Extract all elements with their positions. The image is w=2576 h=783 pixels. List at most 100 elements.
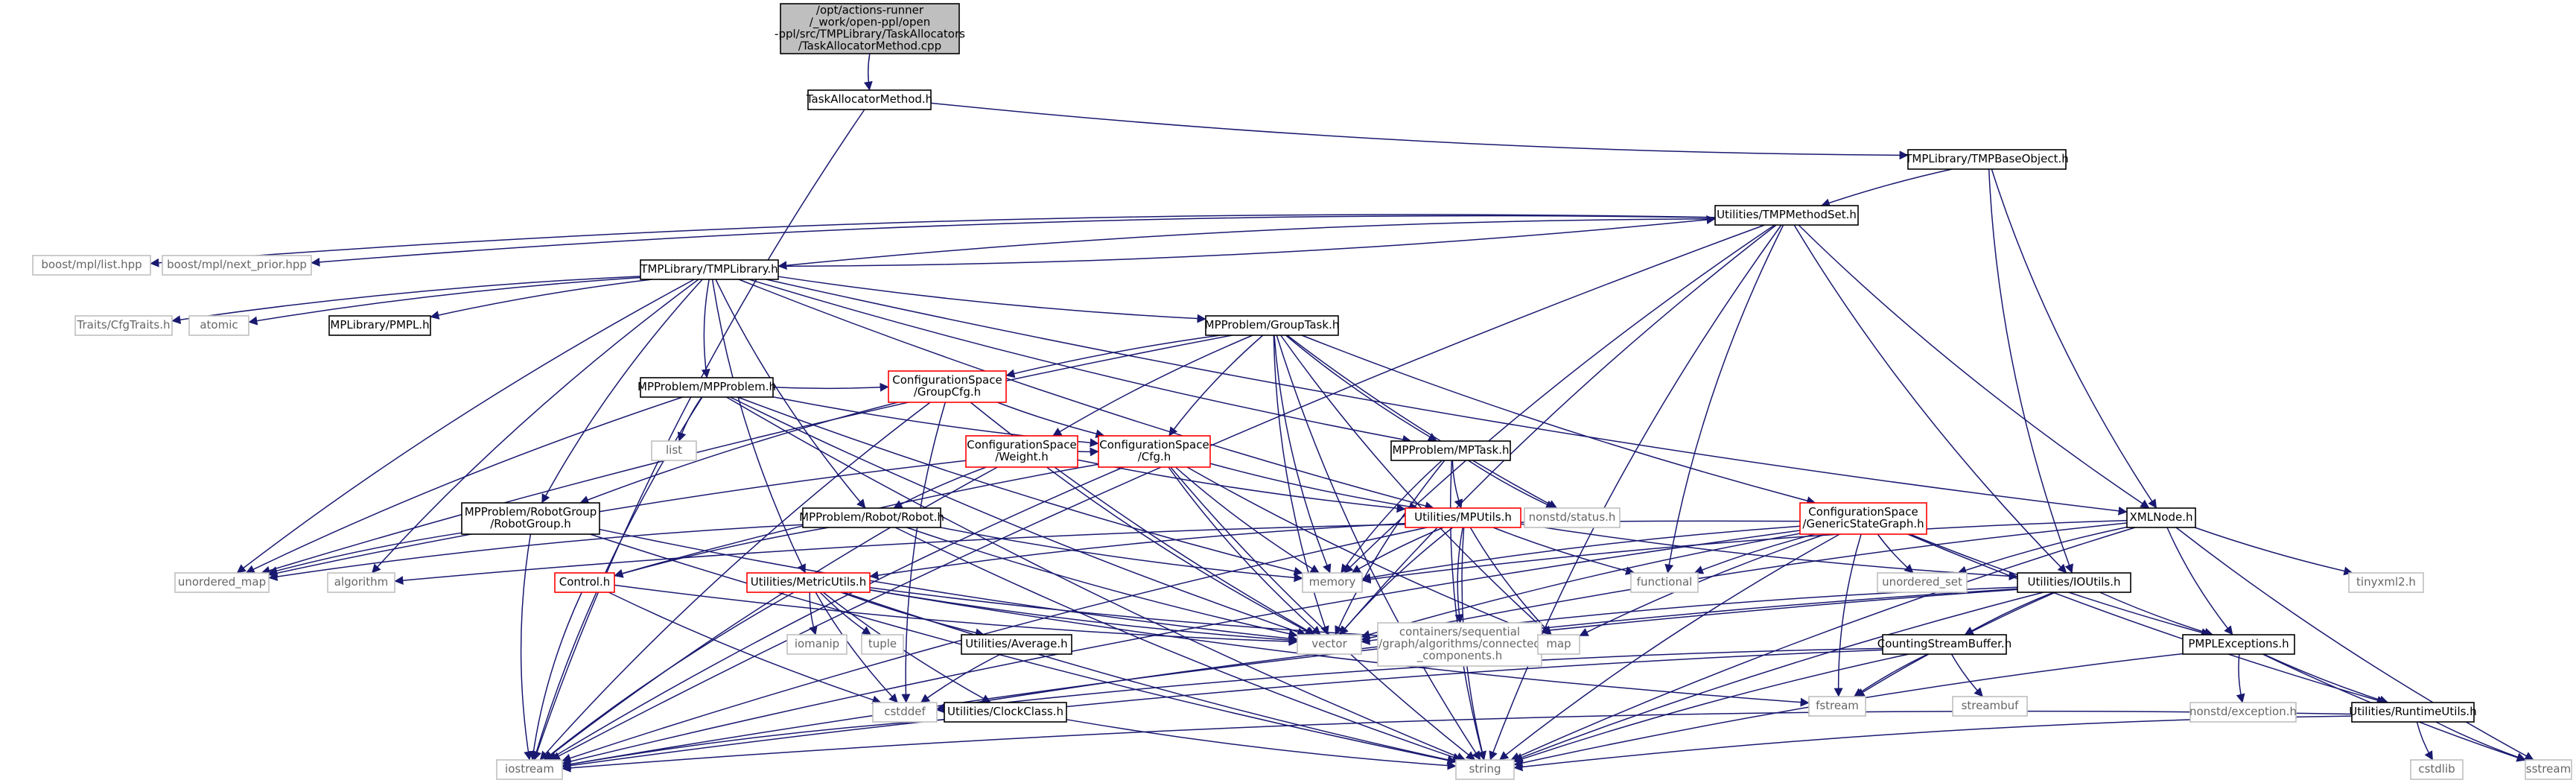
node-box <box>162 255 312 276</box>
edge-mputils-to-memory <box>1351 527 1444 574</box>
node-box <box>1390 440 1511 461</box>
node-label: tuple <box>868 637 897 650</box>
node-box <box>961 634 1072 655</box>
edge-grouptask-to-nonstdstatus <box>1286 335 1558 509</box>
edge-tmpmethodset-to-xmlnode <box>1798 224 2150 509</box>
edge-tmplib-to-grouptask <box>777 276 1206 323</box>
node-box <box>640 377 774 398</box>
node-xmlnode[interactable]: XMLNode.h <box>2126 507 2196 528</box>
edge-tmplib-to-metricutils <box>711 279 807 574</box>
edge-grouptask-to-vector <box>1273 335 1329 635</box>
node-pmplexc[interactable]: PMPLExceptions.h <box>2182 634 2295 655</box>
edge-tmpbase-to-tmpmethodset <box>1821 168 1953 207</box>
node-metricutils[interactable]: Utilities/MetricUtils.h <box>746 572 871 593</box>
edge-cfg-to-map <box>1186 466 1539 636</box>
node-mpproblem[interactable]: MPProblem/MPProblem.h <box>637 377 776 398</box>
node-box <box>965 435 1078 468</box>
node-atomic: atomic <box>188 315 249 336</box>
edge-robot-to-vector <box>906 527 1298 638</box>
node-mptask[interactable]: MPProblem/MPTask.h <box>1390 440 1511 461</box>
edge-grouptask-to-cfg <box>1168 335 1264 437</box>
edge-xmlnode-to-sstream <box>2175 527 2534 761</box>
node-mputils[interactable]: Utilities/MPUtils.h <box>1405 507 1521 528</box>
node-box <box>327 572 395 593</box>
edge-runtimeutils-to-sstream <box>2435 721 2526 761</box>
node-clockclass[interactable]: Utilities/ClockClass.h <box>944 702 1067 723</box>
node-gsg[interactable]: ConfigurationSpace/GenericStateGraph.h <box>1799 502 1927 535</box>
node-box <box>786 634 847 655</box>
node-groupcfg[interactable]: ConfigurationSpace/GroupCfg.h <box>888 370 1007 403</box>
node-box <box>872 702 938 723</box>
node-weight[interactable]: ConfigurationSpace/Weight.h <box>965 435 1078 468</box>
edge-csb-to-string <box>1513 653 1909 764</box>
node-label: /Weight.h <box>995 450 1049 463</box>
node-tmpmethodset[interactable]: Utilities/TMPMethodSet.h <box>1714 205 1859 226</box>
node-box <box>2348 572 2424 593</box>
node-box <box>188 315 249 336</box>
node-box <box>2410 759 2464 780</box>
node-box <box>74 315 173 336</box>
edge-groupcfg-to-robotgroup <box>579 402 898 504</box>
node-csb[interactable]: CountingStreamBuffer.h <box>1877 634 2011 655</box>
edge-tmplib-to-mptask <box>748 279 1412 444</box>
node-box <box>1405 507 1521 528</box>
node-label: containers/sequential <box>1399 625 1520 638</box>
node-label: -ppl/src/TMPLibrary/TaskAllocators <box>775 28 965 41</box>
node-box <box>2017 572 2131 593</box>
node-grouptask[interactable]: MPProblem/GroupTask.h <box>1205 315 1340 336</box>
node-box <box>1205 315 1339 336</box>
node-pmpl[interactable]: MPLibrary/PMPL.h <box>328 315 431 336</box>
edge-weight-to-vector <box>1046 466 1314 635</box>
node-box <box>944 702 1067 723</box>
edge-mptask-to-memory <box>1341 460 1443 574</box>
node-label: /opt/actions-runner <box>816 4 924 17</box>
node-label: /GenericStateGraph.h <box>1802 517 1924 530</box>
node-box <box>2182 634 2295 655</box>
edge-xmlnode-to-string <box>1510 527 2136 761</box>
node-label: fstream <box>1816 699 1859 712</box>
node-label: Utilities/Average.h <box>965 637 1067 650</box>
edge-tmpmethodset-to-vector <box>1339 224 1777 635</box>
edge-tmplib-to-atomic <box>248 276 641 326</box>
node-label: streambuf <box>1962 699 2020 712</box>
node-cfg[interactable]: ConfigurationSpace/Cfg.h <box>1098 435 1211 468</box>
node-label: /RobotGroup.h <box>490 517 571 530</box>
edge-runtimeutils-to-iostream <box>562 710 2353 773</box>
node-box <box>174 572 270 593</box>
node-robot[interactable]: MPProblem/Robot/Robot.h <box>799 507 944 528</box>
node-control[interactable]: Control.h <box>554 572 615 593</box>
edge-tmpmethodset-to-memory <box>1343 224 1775 574</box>
node-box <box>1098 435 1211 468</box>
edge-tmplib-to-unordered_map <box>236 279 695 574</box>
node-root[interactable]: /opt/actions-runner/_work/open-ppl/open-… <box>775 3 965 54</box>
node-box <box>2525 759 2572 780</box>
edge-cfg-to-memory <box>1175 466 1320 574</box>
edge-grouptask-to-weight <box>1052 335 1253 437</box>
edge-metricutils-to-fstream <box>869 589 1810 707</box>
edge-groupcfg-to-cstddef <box>901 402 946 703</box>
edge-gsg-to-functional <box>1694 533 1815 574</box>
node-label: MPProblem/GroupTask.h <box>1205 318 1340 332</box>
node-ioutils[interactable]: Utilities/IOUtils.h <box>2017 572 2131 593</box>
node-label: PMPLExceptions.h <box>2188 637 2289 650</box>
edge-tmpmethodset-to-string <box>1489 224 1782 761</box>
node-box <box>1808 696 1866 717</box>
node-label: boost/mpl/list.hpp <box>41 258 141 271</box>
node-robotgroup[interactable]: MPProblem/RobotGroup/RobotGroup.h <box>461 502 600 535</box>
node-tmplib[interactable]: TMPLibrary/TMPLibrary.h <box>640 259 779 280</box>
node-tmpbase[interactable]: TMPLibrary/TMPBaseObject.h <box>1904 149 2069 170</box>
edge-runtimeutils-to-cstdlib <box>2416 721 2434 761</box>
edge-grouptask-to-map <box>1280 335 1551 635</box>
node-box <box>861 634 904 655</box>
edge-tmpbase-to-ioutils <box>1988 168 2073 574</box>
node-runtimeutils[interactable]: Utilities/RuntimeUtils.h <box>2349 702 2477 723</box>
node-average[interactable]: Utilities/Average.h <box>961 634 1072 655</box>
edge-robot-to-string <box>894 527 1462 762</box>
edge-metricutils-to-string <box>843 592 1457 764</box>
node-label: unordered_set <box>1882 575 1962 589</box>
edge-mputils-to-map <box>1469 527 1552 635</box>
edge-metricutils-to-iomanip <box>809 592 818 635</box>
node-tam[interactable]: TaskAllocatorMethod.h <box>806 89 932 110</box>
node-box <box>1799 502 1927 535</box>
node-connected: containers/sequential/graph/algorithms/c… <box>1377 622 1542 667</box>
